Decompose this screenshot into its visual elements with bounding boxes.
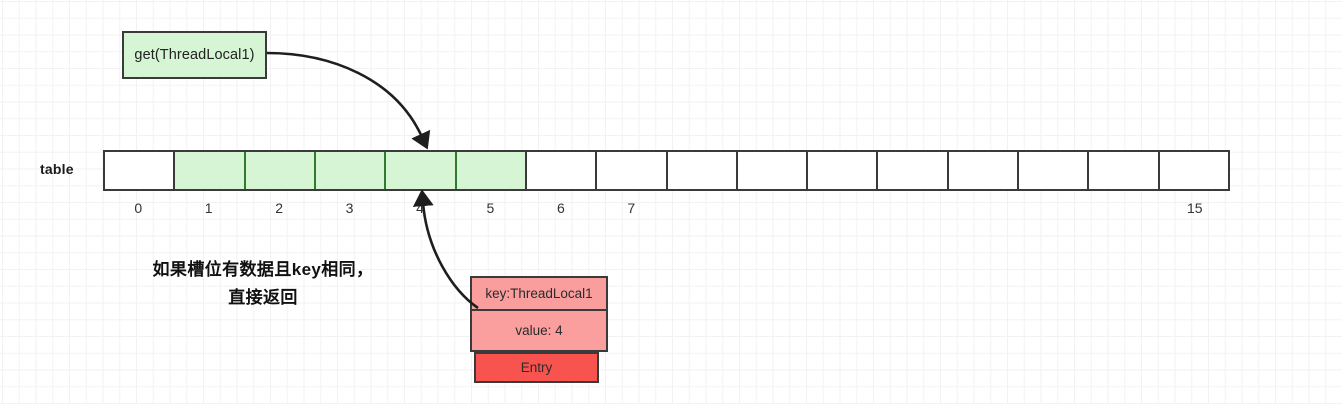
table-slot-8[interactable] [667,152,738,189]
table-slot-2[interactable] [245,152,316,189]
table-slot-3[interactable] [315,152,387,189]
table-index-7: 7 [627,200,636,216]
arrow-call-to-slot [266,51,431,150]
table-index-4: 4 [416,200,424,216]
table-slot-14[interactable] [1089,152,1160,189]
table-index-1: 1 [204,200,213,216]
table-index-3: 3 [345,200,354,216]
call-box-label: get(ThreadLocal1) [134,47,255,63]
note-line-2: 直接返回 [228,288,298,307]
table-slot-9[interactable] [737,152,809,189]
table-slot-10[interactable] [808,152,879,189]
table-index-11 [878,198,948,218]
entry-key-box[interactable]: key:ThreadLocal1 [470,276,608,311]
table-slot-4[interactable] [386,152,457,189]
table-index-labels: 0 1 2 3 4 5 6 7 15 [103,198,1230,218]
table-slot-7[interactable] [597,152,668,189]
table-slot-1[interactable] [175,152,246,189]
table-slot-13[interactable] [1019,152,1090,189]
table-index-10 [807,198,877,218]
table-index-8 [667,198,737,218]
table-label: table [40,161,74,177]
get-threadlocal-call-box[interactable]: get(ThreadLocal1) [122,31,267,79]
table-slot-5[interactable] [456,152,527,189]
table-slot-11[interactable] [878,152,949,189]
note-text: 如果槽位有数据且key相同， 直接返回 [118,256,408,312]
table-index-12 [948,198,1018,218]
table-slot-6[interactable] [526,152,598,189]
table-index-0: 0 [134,200,143,216]
entry-value-label: value: 4 [515,323,563,338]
table-index-15: 15 [1186,200,1203,216]
entry-key-label: key:ThreadLocal1 [485,286,593,301]
entry-title-box[interactable]: Entry [474,352,599,383]
table-slot-15[interactable] [1159,152,1228,189]
table-index-9 [737,198,807,218]
table-index-6: 6 [556,200,565,216]
threadlocalmap-table [103,150,1230,191]
table-slot-0[interactable] [105,152,176,189]
table-slot-12[interactable] [948,152,1020,189]
table-index-13 [1019,198,1089,218]
entry-value-box[interactable]: value: 4 [470,311,608,352]
note-line-1: 如果槽位有数据且key相同， [152,260,374,279]
table-index-14 [1089,198,1159,218]
entry-title-label: Entry [520,360,553,375]
table-index-2: 2 [275,200,283,216]
table-index-5: 5 [486,200,495,216]
